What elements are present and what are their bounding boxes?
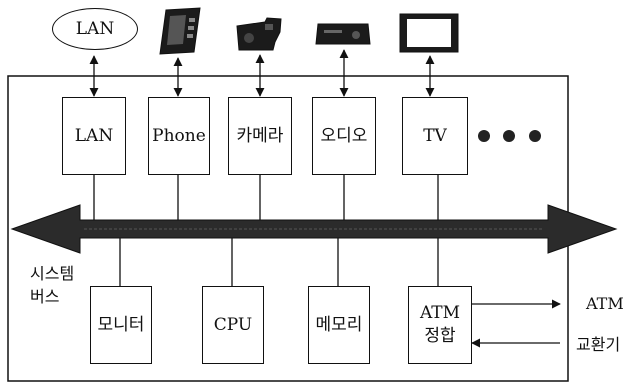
more-devices-dot-2	[503, 130, 515, 142]
audio-interface-label: 오디오	[321, 125, 368, 148]
atm-interface-label-line1: ATM	[420, 302, 460, 325]
lan-interface-box: LAN	[62, 97, 126, 175]
atm-exchange-label-line2: 교환기	[576, 331, 620, 355]
phone-interface-label: Phone	[152, 125, 206, 148]
phone-device-icon	[156, 6, 204, 56]
cpu-box: CPU	[202, 286, 264, 364]
audio-interface-box: 오디오	[312, 97, 376, 175]
cpu-label: CPU	[214, 314, 252, 337]
tv-device-icon	[398, 12, 460, 54]
external-lan-node: LAN	[52, 8, 138, 50]
monitor-box: 모니터	[90, 286, 152, 364]
camera-interface-box: 카메라	[228, 97, 292, 175]
atm-interface-label-line2: 정합	[424, 325, 455, 348]
atm-exchange-label-line1: ATM	[586, 294, 624, 313]
camera-interface-label: 카메라	[237, 125, 284, 148]
external-lan-label: LAN	[76, 19, 114, 39]
monitor-label: 모니터	[98, 314, 145, 337]
more-devices-dot-1	[478, 130, 490, 142]
lan-interface-label: LAN	[75, 125, 113, 148]
phone-interface-box: Phone	[148, 97, 210, 175]
camera-device-icon	[235, 16, 285, 52]
memory-box: 메모리	[308, 286, 370, 364]
system-bus-label-line2: 버스	[30, 285, 74, 308]
tv-interface-label: TV	[423, 125, 447, 148]
memory-label: 메모리	[316, 314, 363, 337]
more-devices-dot-3	[529, 130, 541, 142]
system-bus-label-line1: 시스템	[30, 262, 74, 285]
audio-device-icon	[314, 22, 372, 46]
system-bus-label: 시스템 버스	[30, 262, 74, 308]
tv-interface-box: TV	[402, 97, 468, 175]
atm-interface-box: ATM 정합	[408, 286, 472, 364]
